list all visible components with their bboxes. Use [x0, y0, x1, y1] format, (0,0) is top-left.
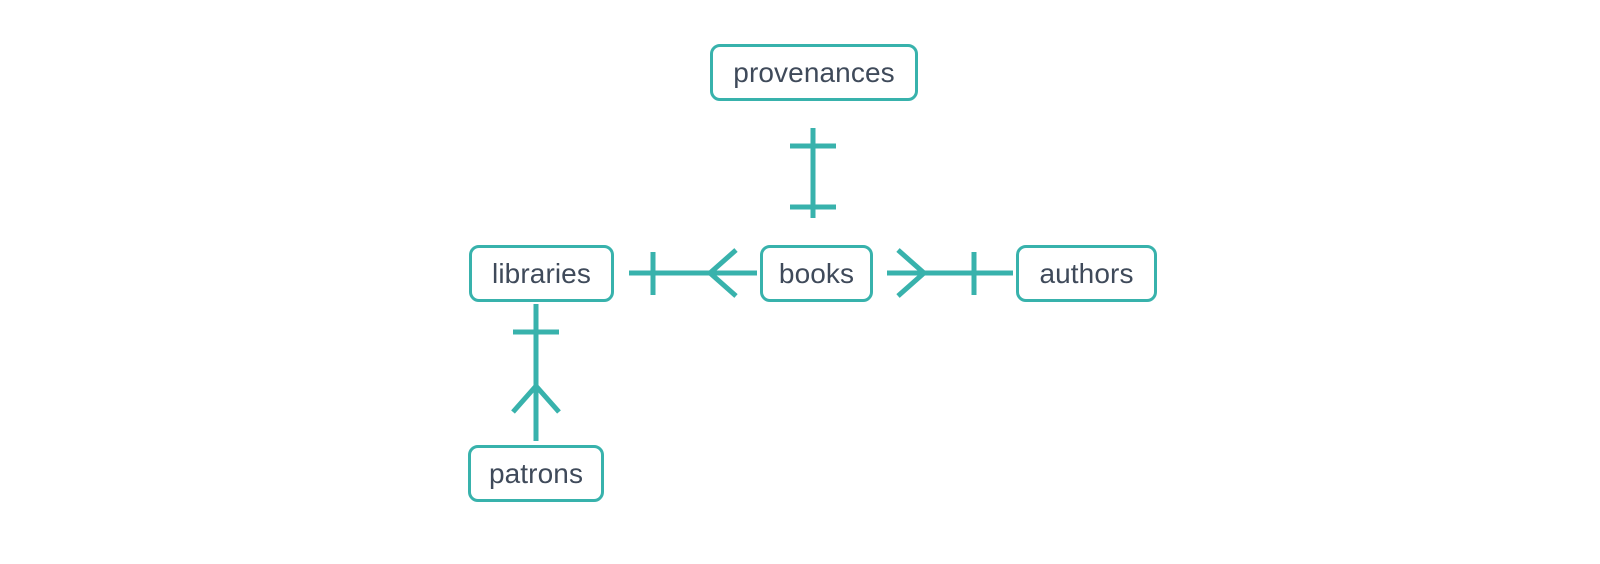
- entity-label-books: books: [778, 257, 855, 289]
- relationship-books-authors: [887, 248, 1013, 298]
- entity-libraries[interactable]: libraries: [469, 245, 614, 302]
- entity-authors[interactable]: authors: [1016, 245, 1157, 302]
- entity-books[interactable]: books: [760, 245, 873, 302]
- entity-provenances[interactable]: provenances: [710, 44, 918, 101]
- cardinality-many-crowsfoot-books-right: [896, 248, 928, 298]
- entity-label-libraries: libraries: [492, 257, 591, 289]
- relationship-provenances-books: [790, 128, 836, 218]
- cardinality-many-crowsfoot-patrons-top: [511, 382, 561, 414]
- relationship-libraries-patrons: [511, 304, 561, 441]
- relationship-libraries-books: [629, 248, 757, 298]
- entity-label-authors: authors: [1039, 257, 1134, 289]
- entity-label-provenances: provenances: [733, 56, 895, 88]
- entity-patrons[interactable]: patrons: [468, 445, 604, 502]
- entity-label-patrons: patrons: [488, 457, 584, 489]
- cardinality-many-crowsfoot-books-left: [706, 248, 738, 298]
